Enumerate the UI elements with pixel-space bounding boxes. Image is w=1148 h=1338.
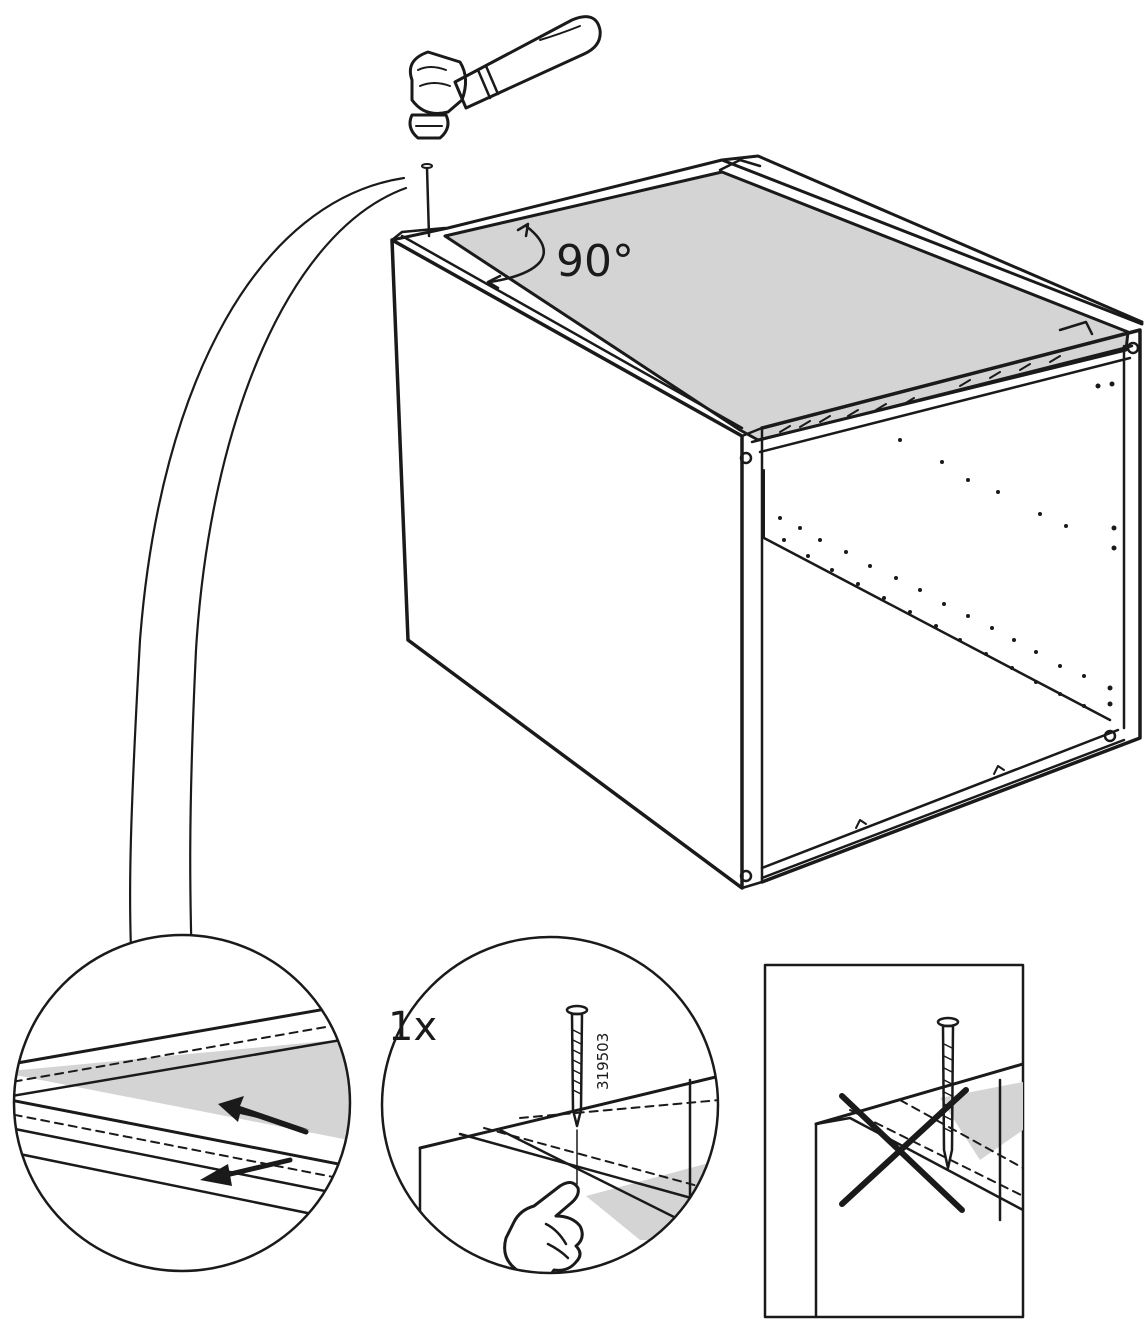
- cross-mark-icon: [839, 1087, 969, 1213]
- shelf-pin-holes: [778, 381, 1117, 708]
- nail-icon: [565, 1004, 589, 1128]
- part-number-label: 319503: [594, 1033, 612, 1090]
- back-panel: [443, 170, 1130, 442]
- cabinet-frame: 90°: [390, 154, 1144, 890]
- right-angle-indicator: [486, 222, 545, 290]
- quantity-label: 1x: [388, 1004, 437, 1050]
- nail-icon: [936, 1016, 960, 1170]
- angle-label: 90°: [556, 236, 634, 287]
- detail-panel-groove: [12, 933, 352, 1273]
- arrow-icon: [200, 1157, 293, 1186]
- hammer-icon: [408, 15, 602, 140]
- nail-icon: [421, 163, 433, 238]
- detail-nail-placement: 1x 319503: [380, 935, 720, 1275]
- detail-incorrect-placement: [763, 963, 1025, 1319]
- cam-lock-fittings: [739, 341, 1140, 883]
- magnifier-leader-lines: [128, 176, 408, 972]
- finger-pointing-icon: [503, 1181, 584, 1273]
- arrow-icon: [218, 1096, 310, 1135]
